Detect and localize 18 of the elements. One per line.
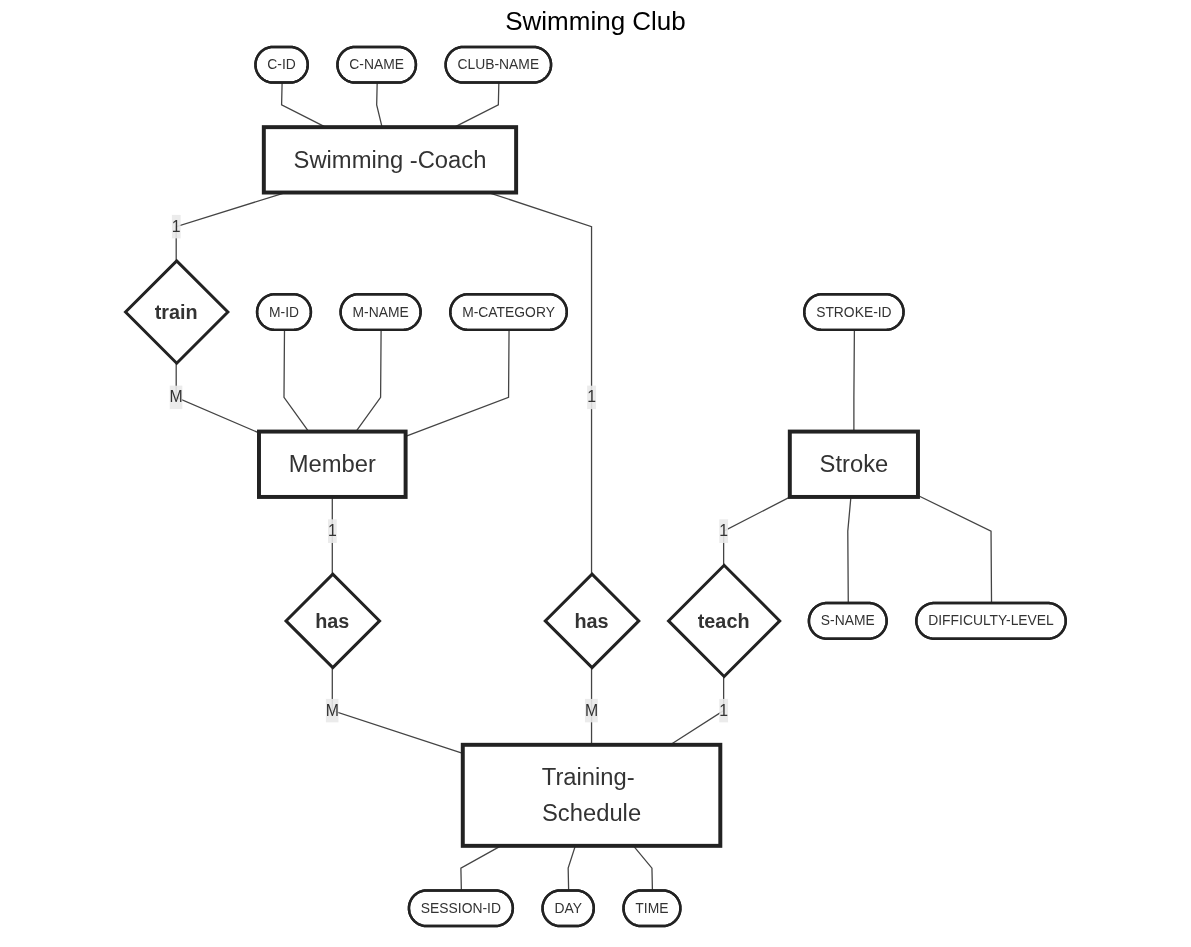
node-diamond: train (123, 258, 230, 366)
node-diamond: teach (666, 563, 782, 679)
edge-label: M (584, 701, 599, 719)
edge-label: 1 (171, 217, 181, 235)
edge-label: 1 (587, 388, 596, 406)
node-box: Stroke (787, 429, 920, 499)
edge-label: 1 (327, 522, 337, 540)
node-diamond: has (283, 572, 382, 670)
edge-label: 1 (719, 522, 728, 540)
diagram-title: Swimming Club (504, 6, 687, 37)
edge-label: M (169, 388, 183, 406)
node-box: Member (256, 429, 408, 499)
node-diamond: has (543, 572, 641, 670)
node-box: Swimming -Coach (261, 125, 518, 195)
connector (375, 82, 383, 128)
node-box: Training- Schedule (460, 742, 723, 848)
edge-label: 1 (719, 701, 728, 719)
edge-label: M (325, 701, 339, 719)
